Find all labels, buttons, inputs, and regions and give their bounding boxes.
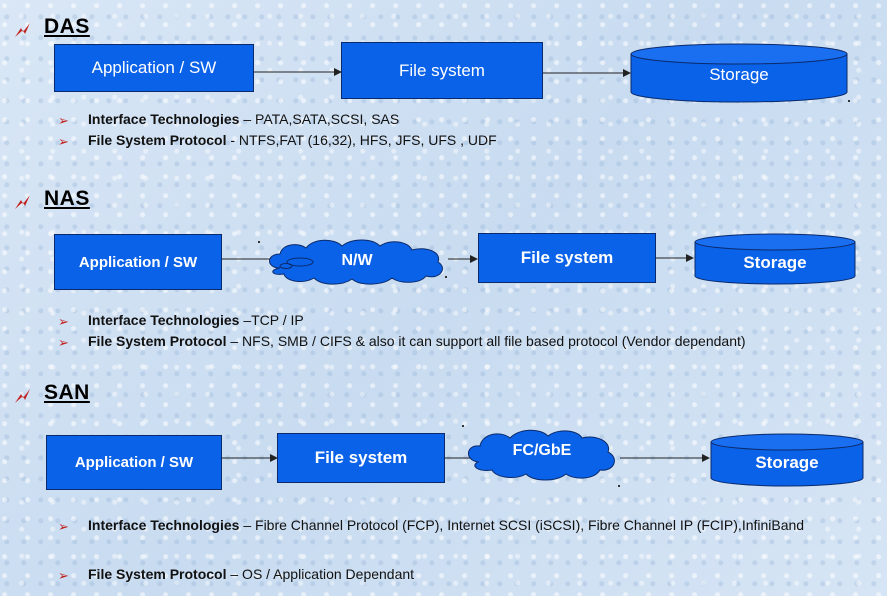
san-bullet-fs-protocol: ➢ File System Protocol – OS / Applicatio…: [58, 566, 415, 583]
san-application-box: Application / SW: [46, 435, 222, 490]
das-bullet-interface: ➢ Interface Technologies – PATA,SATA,SCS…: [58, 111, 400, 128]
arrow-bullet-icon: ➢: [58, 335, 69, 350]
nas-arrow-1: [448, 255, 478, 263]
nas-bullet-interface-text: –TCP / IP: [239, 312, 304, 328]
das-filesystem-label: File system: [399, 60, 485, 80]
lightning-icon: [15, 389, 30, 403]
nas-filesystem-label: File system: [520, 248, 614, 267]
arrow-bullet-icon: ➢: [58, 134, 69, 149]
nas-bullet-fs-protocol-text: – NFS, SMB / CIFS & also it can support …: [226, 333, 746, 349]
section-heading-san: SAN: [44, 381, 90, 404]
nas-filesystem-box: File system: [478, 233, 656, 283]
nas-network-label: N/W: [341, 252, 373, 269]
das-storage-label: Storage: [709, 65, 769, 84]
san-arrow-1: [222, 454, 278, 462]
das-bullet-fs-protocol-text: - NTFS,FAT (16,32), HFS, JFS, UFS , UDF: [226, 132, 497, 148]
nas-storage-label: Storage: [743, 253, 807, 272]
san-bullet-interface-title: Interface Technologies: [88, 517, 240, 533]
nas-application-label: Application / SW: [78, 253, 198, 271]
san-application-label: Application / SW: [74, 454, 194, 471]
arrow-bullet-icon: ➢: [58, 113, 69, 128]
san-bullet-interface-text: – Fibre Channel Protocol (FCP), Internet…: [239, 517, 805, 533]
section-heading-das: DAS: [44, 15, 90, 38]
das-bullet-fs-protocol: ➢ File System Protocol - NTFS,FAT (16,32…: [58, 132, 497, 149]
nas-arrow-2: [656, 254, 694, 262]
das-filesystem-box: File system: [341, 42, 543, 99]
das-storage-cylinder: Storage: [630, 43, 848, 103]
san-storage-cylinder: Storage: [710, 433, 864, 487]
san-network-label: FC/GbE: [512, 442, 572, 459]
san-arrow-2: [620, 454, 710, 462]
lightning-icon: [15, 23, 30, 37]
decorative-dot: [258, 241, 260, 243]
san-storage-label: Storage: [755, 453, 819, 472]
san-bullet-interface: ➢ Interface Technologies – Fibre Channel…: [58, 517, 828, 534]
san-filesystem-label: File system: [314, 448, 408, 467]
nas-bullet-fs-protocol-title: File System Protocol: [88, 333, 227, 349]
lightning-icon: [15, 195, 30, 209]
das-application-box: Application / SW: [54, 44, 254, 92]
das-application-label: Application / SW: [91, 58, 217, 77]
section-heading-nas: NAS: [44, 187, 90, 210]
arrow-bullet-icon: ➢: [58, 314, 69, 329]
nas-link-line-1: [222, 258, 270, 260]
san-filesystem-box: File system: [277, 433, 445, 483]
nas-application-box: Application / SW: [54, 234, 222, 290]
decorative-dot: [618, 485, 620, 487]
arrow-bullet-icon: ➢: [58, 568, 69, 583]
arrow-bullet-icon: ➢: [58, 519, 69, 534]
das-arrow-1: [254, 68, 342, 76]
nas-bullet-fs-protocol: ➢ File System Protocol – NFS, SMB / CIFS…: [58, 333, 878, 350]
san-network-cloud: FC/GbE: [462, 426, 622, 484]
das-bullet-interface-text: – PATA,SATA,SCSI, SAS: [239, 111, 400, 127]
nas-bullet-interface-title: Interface Technologies: [88, 312, 240, 328]
nas-storage-cylinder: Storage: [694, 233, 856, 285]
decorative-dot: [445, 276, 447, 278]
das-bullet-interface-title: Interface Technologies: [88, 111, 240, 127]
san-bullet-fs-protocol-title: File System Protocol: [88, 566, 227, 582]
das-bullet-fs-protocol-title: File System Protocol: [88, 132, 227, 148]
decorative-dot: [462, 425, 464, 427]
decorative-dot: [848, 100, 850, 102]
san-bullet-fs-protocol-text: – OS / Application Dependant: [226, 566, 415, 582]
nas-bullet-interface: ➢ Interface Technologies –TCP / IP: [58, 312, 304, 329]
das-arrow-2: [543, 69, 631, 77]
san-link-line-1: [445, 457, 473, 459]
nas-network-cloud: N/W: [262, 236, 452, 286]
